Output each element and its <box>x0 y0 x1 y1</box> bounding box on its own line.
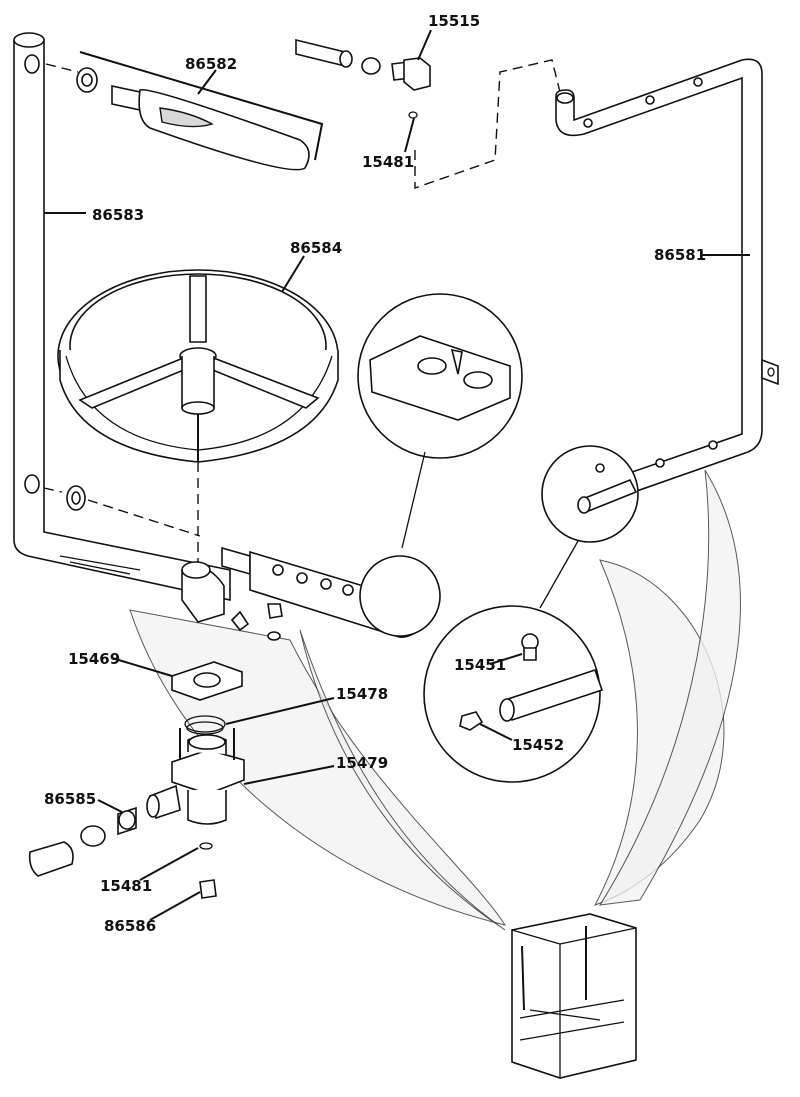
dashed-connectors-top <box>414 59 561 189</box>
cabinet-illustration <box>511 913 637 1079</box>
label-15478: 15478 <box>336 685 388 703</box>
label-15481-top: 15481 <box>362 153 414 171</box>
label-86584: 86584 <box>290 239 342 257</box>
detail-riser-end <box>423 445 639 783</box>
manifold-assembly <box>28 661 245 899</box>
upper-spray-arm-86582 <box>45 51 324 171</box>
label-15452: 15452 <box>512 736 564 754</box>
riser-pipe-86581 <box>555 58 779 507</box>
wash-reel-86584 <box>57 269 339 562</box>
part-labels: 15515 86582 15481 86583 86584 86581 1546… <box>44 12 706 935</box>
detail-nozzle <box>357 293 523 637</box>
label-15469: 15469 <box>68 650 120 668</box>
label-86581: 86581 <box>654 246 706 264</box>
label-86583: 86583 <box>92 206 144 224</box>
fitting-15515 <box>295 38 431 119</box>
label-15451: 15451 <box>454 656 506 674</box>
label-86582: 86582 <box>185 55 237 73</box>
label-86586: 86586 <box>104 917 156 935</box>
standpipe-86583 <box>13 32 231 601</box>
label-15515: 15515 <box>428 12 480 30</box>
label-86585: 86585 <box>44 790 96 808</box>
label-15479: 15479 <box>336 754 388 772</box>
label-15481-bottom: 15481 <box>100 877 152 895</box>
leader-lines <box>44 29 750 921</box>
